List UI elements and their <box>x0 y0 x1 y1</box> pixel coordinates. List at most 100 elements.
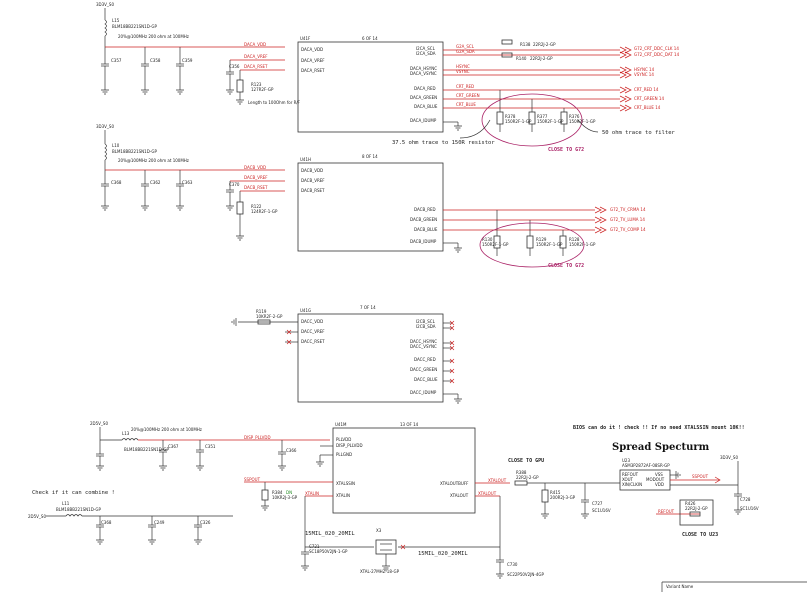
cap-ref: C357 <box>111 58 122 63</box>
pin-label: DACB_RED <box>414 207 436 212</box>
res-val: 150R2F-1-GP <box>537 119 564 124</box>
cap-ref: C356 <box>229 64 240 69</box>
res-ref: R129 <box>536 237 547 242</box>
offpage-label: G72_CRT_DDC_DAT 14 <box>634 52 680 57</box>
cap-ref: C730 <box>507 562 518 567</box>
pin-label: DACC_GREEN <box>410 367 437 372</box>
inductor-note: 20%@100MHz 200 ohm at 100MHz <box>118 158 189 163</box>
pin-label: I2CA_SCL <box>416 46 436 51</box>
chip-u41h <box>297 162 444 252</box>
pin-label: DISP_PLLVDD <box>336 443 363 448</box>
net-label: CRT_BLUE <box>456 102 476 107</box>
cap-ref: C363 <box>182 180 193 185</box>
res-val: 150R2F-1-GP <box>505 119 532 124</box>
pin-label: XTALOUTBUFF <box>440 481 469 486</box>
net-label: VSYNC <box>456 69 470 74</box>
decoupling-caps: C357 C358 C359 C356 <box>101 47 240 95</box>
net-xtaloutbuff: XTALOUT <box>488 478 507 483</box>
net-sspout: SSPOUT <box>692 474 709 479</box>
res-val: 10KR2J-3-GP <box>272 495 298 500</box>
chip-title: 13 OF 14 <box>400 422 419 427</box>
res-ref: R128 <box>569 237 580 242</box>
crystal-ref: X3 <box>376 528 382 533</box>
offpage-label: G72_TV_COMP 14 <box>610 227 646 232</box>
offpage-connectors: G72_TV_CRMA 14 G72_TV_LUMA 14 G72_TV_COM… <box>594 206 646 234</box>
resistor-r415 <box>541 489 549 503</box>
resistor-r138 <box>501 39 513 45</box>
pin-label: DACC_VSYNC <box>410 344 437 349</box>
pin-label: DACB_VDD <box>301 168 323 173</box>
cap-ref: C368 <box>101 520 112 525</box>
net-dacb-rset: DACB_RSET <box>244 185 268 190</box>
crystal-part: XTAL-27MHZ-18-GP <box>360 569 400 574</box>
cap-ref: C359 <box>182 58 193 63</box>
pin-label: DACA_RSET <box>301 68 325 73</box>
ground-symbol <box>236 99 244 105</box>
pin-label: XTALIN <box>336 493 350 498</box>
cap-ref: C358 <box>150 58 161 63</box>
cap-ref: C727 <box>592 501 603 506</box>
pin-label: I2CB_SCL <box>416 319 436 324</box>
res-ref: R123 <box>251 82 262 87</box>
termination-resistors: R378 150R2F-1-GP R377 150R2F-1-GP R376 1… <box>481 90 596 147</box>
resistor-r123 <box>236 79 244 93</box>
inductor-ref: L13 <box>122 431 130 436</box>
trace-note: 15MIL_020_20MIL <box>418 551 468 557</box>
res-val: 150R2F-1-GP <box>536 242 563 247</box>
res-ref: R426 <box>685 501 696 506</box>
net-pll: DISP_PLLVDD <box>244 435 271 440</box>
section-title: Spread Specturm <box>612 442 710 453</box>
pin-label: I2CB_SDA <box>416 324 436 329</box>
cap-val: SC22P50V2JN-4GP <box>507 572 544 577</box>
cap-ref: C351 <box>205 444 216 449</box>
pin-label: MODOUT <box>646 477 665 482</box>
close-ellipse <box>481 93 583 147</box>
chip-ref: U41F <box>300 36 311 41</box>
dn-label: DN <box>286 490 292 495</box>
offpage-label: VSYNC 14 <box>634 72 654 77</box>
cap-ref: C362 <box>150 180 161 185</box>
net-dacb-vref: DACB_VREF <box>244 175 268 180</box>
net-label: G2A_SDA <box>456 49 475 54</box>
pin-label: DACB_GREEN <box>410 217 437 222</box>
inductor-part: BLM18BB221SN1D-GP <box>112 149 157 154</box>
chip-title: 6 OF 14 <box>362 36 378 41</box>
pin-label: VDD <box>655 482 664 487</box>
close-ellipse <box>479 222 585 268</box>
res-val: 150R2F-1-GP <box>569 242 596 247</box>
res-val: 22R2J-2-GP <box>533 42 556 47</box>
net-xtalout: XTALOUT <box>478 491 497 496</box>
inductor-part: BLM18BB221SN1D-GP <box>112 24 157 29</box>
net-label: CRT_RED <box>456 84 474 89</box>
chip-ref: U41G <box>300 308 311 313</box>
inductor-symbol <box>104 19 107 37</box>
pin-label: DACA_VREF <box>301 58 325 63</box>
resistor-r119 <box>257 319 271 325</box>
res-ref: R130 <box>482 237 493 242</box>
pin-label: PLLGND <box>336 452 352 457</box>
cap-ref: C366 <box>286 448 297 453</box>
check-note: Check if it can combine ! <box>32 490 115 496</box>
resistor-r426 <box>689 511 701 517</box>
pin-label: REFOUT <box>622 472 639 477</box>
pin-label: XTALSSIN <box>336 481 355 486</box>
inductor-symbol <box>104 143 107 161</box>
power-net-label: 3D3V_S0 <box>96 124 114 129</box>
bios-note: BIOS can do it ! check !! If no need XTA… <box>573 425 745 431</box>
dac-a-block: 3D3V_S0 L15 BLM18BB221SN1D-GP 20%@100MHz… <box>96 2 680 153</box>
pin-label: DACA_HSYNC <box>410 66 437 71</box>
spread-spectrum-block: BIOS can do it ! check !! If no need XTA… <box>573 425 759 538</box>
offpage-connectors: G72_CRT_DDC_CLK 14 G72_CRT_DDC_DAT 14 HS… <box>619 46 680 112</box>
pin-label: DACA_VDD <box>301 47 323 52</box>
pin-label: DACA_IDUMP <box>410 118 437 123</box>
chip-part: ASM3P2872AF-08SR-GP <box>622 463 670 468</box>
net-daca-vref: DACA_VREF <box>244 54 268 59</box>
cap-ref: C370 <box>229 182 240 187</box>
chip-ref: U41H <box>300 157 311 162</box>
cap-ref: C326 <box>200 520 211 525</box>
pin-label: DACC_BLUE <box>414 377 438 382</box>
inductor-symbol <box>121 438 139 441</box>
dac-c-block: U41G 7 OF 14 DACC_VDD DACC_VREF DACC_RSE… <box>231 305 462 404</box>
pin-label: DACA_VSYNC <box>410 71 437 76</box>
cap-ref: C728 <box>740 497 751 502</box>
